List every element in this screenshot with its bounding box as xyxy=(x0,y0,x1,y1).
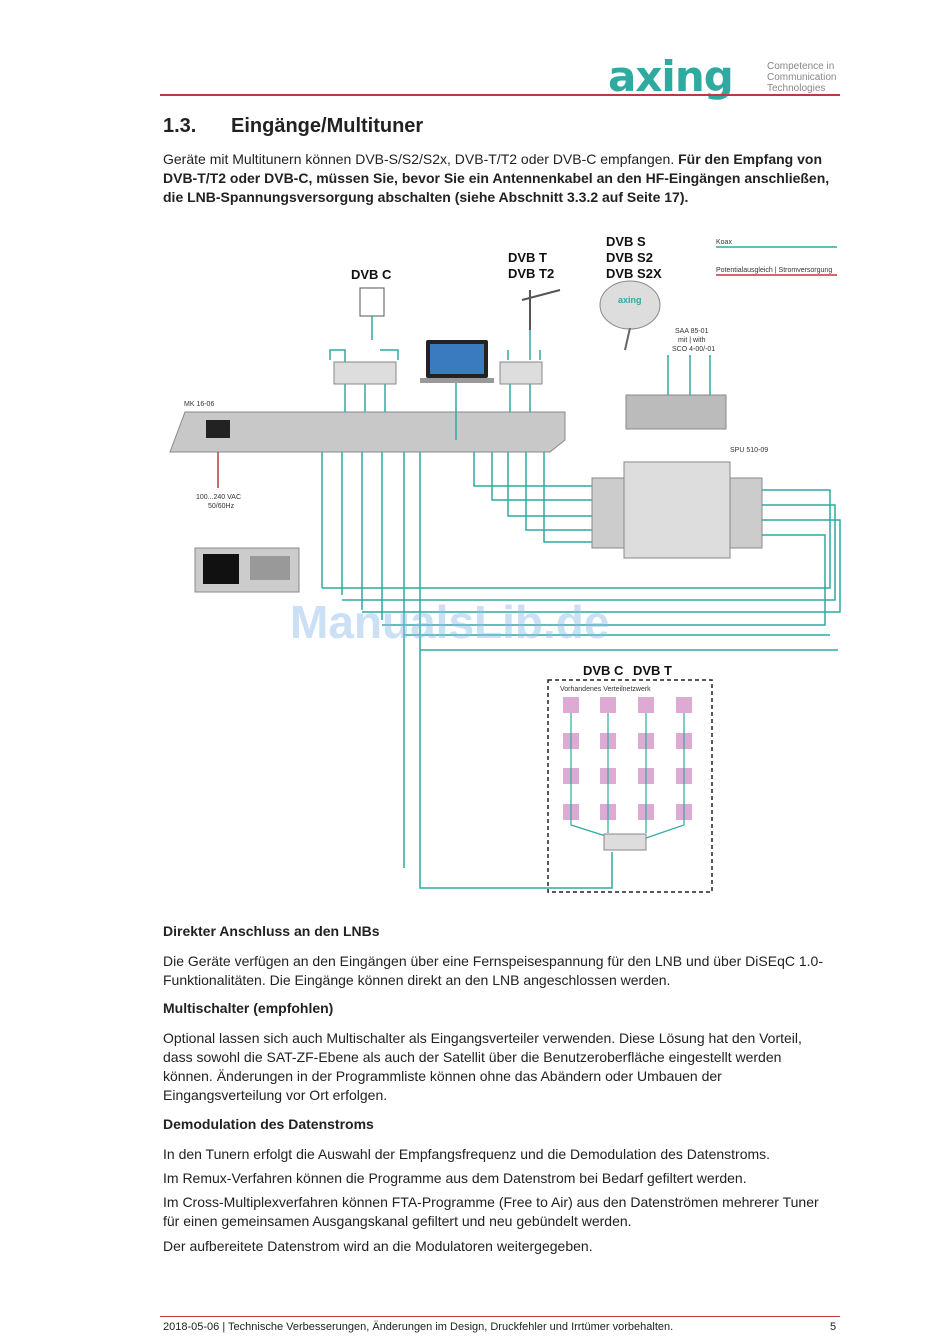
section-paragraph: Im Cross-Multiplexverfahren können FTA-P… xyxy=(163,1194,819,1229)
splitter-icon xyxy=(603,833,647,851)
header-rule xyxy=(160,94,840,96)
multiswitch-icon xyxy=(591,394,763,559)
dish-label: mit | with xyxy=(678,337,706,344)
intro-bold: Für den Empfang von DVB-T/T2 oder DVB-C,… xyxy=(163,151,830,205)
dvb-t-badges: DVB T DVB T2 xyxy=(508,250,554,281)
network-lines xyxy=(570,713,685,839)
intro-normal: Geräte mit Multitunern können DVB-S/S2/S… xyxy=(163,151,679,167)
antenna-icon xyxy=(521,289,561,330)
dvb-t-badge: DVB T xyxy=(633,663,672,678)
tagline-line: Technologies xyxy=(767,83,826,94)
meter-device-icon xyxy=(194,547,300,593)
section-paragraph: Die Geräte verfügen an den Eingängen übe… xyxy=(163,953,823,988)
wiring-diagram: Koax Potentialausgleich | Stromversorgun… xyxy=(169,234,841,893)
axing-logo: axing xyxy=(608,52,734,101)
page-number: 5 xyxy=(830,1321,837,1333)
outlet-icon xyxy=(600,697,616,713)
section-title-text: Eingänge/Multituner xyxy=(231,115,424,137)
logo-tagline: Competence in Communication Technologies xyxy=(767,61,857,94)
network-box xyxy=(547,679,713,893)
satellite-dish-icon: axing xyxy=(599,280,661,351)
outlet-icon xyxy=(638,697,654,713)
power-label: 100...240 VAC xyxy=(196,494,241,501)
tagline-line: Competence in xyxy=(767,61,835,72)
section-title: 1.3. Eingänge/Multituner xyxy=(163,115,423,138)
legend-koax: Koax xyxy=(716,239,732,246)
dish-label: SAA 85-01 xyxy=(675,328,709,335)
section-paragraph: Optional lassen sich auch Multischalter … xyxy=(163,1030,802,1103)
section-paragraph: Im Remux-Verfahren können die Programme … xyxy=(163,1170,747,1186)
dvb-s-badge: DVB S xyxy=(606,234,646,249)
section-heading: Direkter Anschluss an den LNBs xyxy=(163,923,380,939)
dvb-t2-badge: DVB T2 xyxy=(508,266,554,281)
section-number: 1.3. xyxy=(163,115,197,137)
socket-grid xyxy=(563,697,692,820)
outlet-icon xyxy=(563,697,579,713)
section-heading: Multischalter (empfohlen) xyxy=(163,1000,334,1016)
dish-brand: axing xyxy=(618,295,642,305)
dvb-s2x-badge: DVB S2X xyxy=(606,266,662,281)
watermark: ManualsLib.de xyxy=(290,596,609,648)
intro-paragraph: Geräte mit Multitunern können DVB-S/S2/S… xyxy=(163,150,835,207)
section-heading: Demodulation des Datenstroms xyxy=(163,1116,374,1132)
device-label: MK 16-06 xyxy=(184,401,214,408)
tagline-line: Communication xyxy=(767,72,837,83)
outlet-icon xyxy=(676,697,692,713)
section-paragraph: Der aufbereitete Datenstrom wird an die … xyxy=(163,1238,593,1254)
section-paragraph: In den Tunern erfolgt die Auswahl der Em… xyxy=(163,1146,771,1162)
legend-potential: Potentialausgleich | Stromversorgung xyxy=(716,267,832,274)
svg-text:DVB C: DVB C xyxy=(351,267,392,282)
headend-device-icon xyxy=(169,411,566,453)
dish-label: SCO 4-00/-01 xyxy=(672,346,715,353)
dvb-t-badge: DVB T xyxy=(508,250,547,265)
power-label: 50/60Hz xyxy=(208,503,235,510)
splitter-icon xyxy=(499,361,543,385)
switch-label: SPU 510-09 xyxy=(730,447,768,454)
coax-lines xyxy=(321,316,841,889)
dvb-s2-badge: DVB S2 xyxy=(606,250,653,265)
dvb-s-badges: DVB S DVB S2 DVB S2X xyxy=(606,234,662,281)
wall-socket-icon xyxy=(359,287,385,317)
footer-rule xyxy=(160,1316,840,1317)
network-label: Vorhandenes Verteilnetzwerk xyxy=(560,686,651,693)
footer-text: 2018-05-06 | Technische Verbesserungen, … xyxy=(163,1321,674,1333)
splitter-icon xyxy=(333,361,397,385)
dvb-c-badge: DVB C xyxy=(351,267,392,282)
dvb-c-badge: DVB C xyxy=(583,663,624,678)
laptop-icon xyxy=(420,340,494,383)
